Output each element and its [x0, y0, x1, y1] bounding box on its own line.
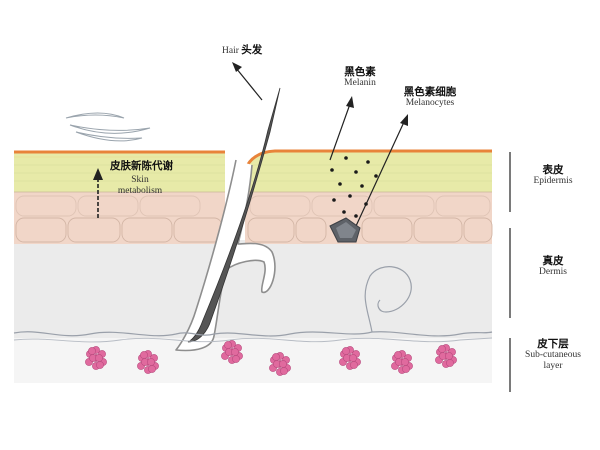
fat-cell: [95, 354, 103, 362]
fat-cell: [342, 347, 350, 355]
metabolism-arrow: [93, 168, 103, 218]
hair-follicle: [175, 159, 276, 352]
basal-cells: [15, 195, 493, 243]
fat-cell: [445, 352, 453, 360]
fat-cell: [402, 365, 410, 373]
subcutaneous-label-zh: 皮下层: [537, 338, 569, 350]
fat-cell-cluster: [435, 344, 457, 368]
fat-cell: [401, 358, 409, 366]
fat-cell: [438, 345, 446, 353]
metabolism-label-en: Skin metabolism: [118, 175, 162, 197]
fat-cell: [394, 351, 402, 359]
dermis-label: 真皮 Dermis: [539, 255, 567, 278]
fat-cell: [88, 347, 96, 355]
hair-shaft: [187, 87, 281, 343]
metabolism-label-zh: 皮肤新陈代谢: [110, 160, 173, 172]
fat-cell: [96, 361, 104, 369]
melanocytes-label-en: Melanocytes: [405, 98, 455, 109]
fat-cell: [231, 348, 239, 356]
fat-cell: [280, 367, 288, 375]
melanocytes-label-zh: 黑色素细胞: [403, 86, 457, 98]
fat-cell-cluster: [269, 352, 291, 376]
dermis-label-zh: 真皮: [542, 255, 564, 267]
melanocytes-label: 黑色素细胞 Melanocytes: [404, 86, 457, 109]
fat-cell: [350, 361, 358, 369]
subcutaneous-label: 皮下层 Sub-cutaneous layer: [525, 338, 581, 372]
metabolism-label-en-line2: metabolism: [117, 185, 163, 196]
fat-cell: [349, 354, 357, 362]
epidermis-left: [14, 150, 225, 244]
melanin-arrow: [329, 96, 354, 161]
melanocyte-cell: [329, 217, 361, 243]
melanin-label: 黑色素 Melanin: [344, 66, 376, 89]
fat-cell-cluster: [391, 350, 413, 374]
melanin-label-en: Melanin: [344, 78, 376, 89]
metabolism-label-en-line1: Skin: [131, 175, 149, 185]
connective-fiber: [13, 266, 493, 337]
dermis-label-en: Dermis: [539, 267, 567, 278]
subcutaneous-label-en-line2: layer: [543, 360, 563, 371]
melanin-label-zh: 黑色素: [344, 66, 376, 78]
fat-cell: [279, 360, 287, 368]
fat-cell-cluster: [137, 350, 159, 374]
melanin-granules: [330, 156, 378, 218]
fat-cell-cluster: [339, 346, 361, 370]
subcutaneous-label-en-line1: Sub-cutaneous: [525, 350, 581, 361]
connective-fiber-2: [13, 337, 493, 343]
fat-cell: [140, 351, 148, 359]
epidermis-label-zh: 表皮: [542, 164, 564, 176]
fat-cell: [224, 341, 232, 349]
fat-cell: [147, 358, 155, 366]
hair-label: Hair 头发: [222, 44, 262, 57]
fat-cell: [232, 355, 240, 363]
hair-arrow: [232, 62, 263, 101]
fat-cell-cluster: [85, 346, 107, 370]
fat-cell: [272, 353, 280, 361]
metabolism-label-zh-wrap: 皮肤新陈代谢: [110, 160, 173, 172]
epidermis-label-en: Epidermis: [533, 176, 573, 187]
melanocytes-arrow: [355, 114, 408, 227]
fat-cell-cluster: [221, 340, 243, 364]
fat-cell: [446, 359, 454, 367]
fat-cells: [85, 340, 457, 376]
fat-cell: [148, 365, 156, 373]
hair-label-zh: 头发: [241, 44, 263, 56]
hair-label-en: Hair: [222, 46, 239, 56]
epidermis-label: 表皮 Epidermis: [533, 164, 572, 187]
shedding-skin-flakes: [65, 112, 151, 142]
